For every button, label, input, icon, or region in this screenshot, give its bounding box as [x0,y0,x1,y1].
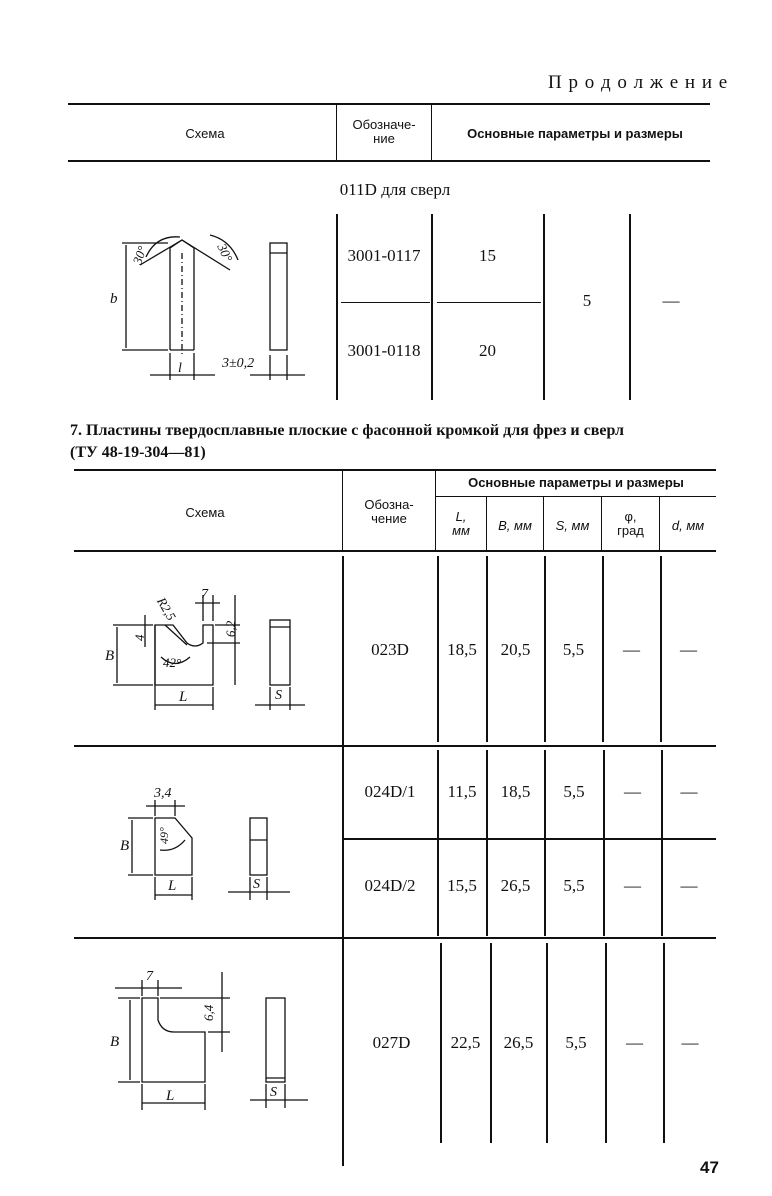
header-S: S, мм [555,518,590,533]
row-L: 11,5 [447,782,477,801]
row-phi: — [624,876,641,895]
label-dim: 6,4 [201,1004,216,1021]
label-l: l [178,361,182,376]
section-title-011d: 011D для сверл [339,180,451,199]
row-B: 26,5 [500,876,531,895]
label-angle1: 30° [129,244,150,267]
row-d: — [680,640,697,659]
header-designation: Обозначе- ние [352,117,416,147]
drawing-027d: 7 6,4 B L S [110,969,308,1110]
section7-title-line1: 7. Пластины твердосплавные плоские с фас… [70,422,624,439]
row-designation: 023D [371,640,409,659]
header-d: d, мм [671,518,705,533]
label-S: S [253,877,260,892]
row-phi: — [624,782,641,801]
row-d: — [680,876,698,895]
label-L: L [165,1088,174,1104]
continuation-label: П р о д о л ж е н и е [548,72,729,93]
row-d: — [681,1033,699,1052]
label-seven: 7 [146,969,154,984]
row-value: 20 [479,341,496,360]
header-L: L, мм [452,509,470,539]
row-designation: 024D/2 [364,876,416,895]
label-angle: 42° [163,655,181,670]
row-S: 5,5 [565,1033,587,1052]
row-d: — [680,782,698,801]
label-b: b [110,291,118,307]
row-L: 22,5 [450,1033,481,1052]
label-four: 4 [132,634,147,641]
row-L: 18,5 [447,640,477,659]
header-params: Основные параметры и размеры [468,475,684,490]
row-value: 15 [479,246,496,265]
row-S: 5,5 [563,876,585,895]
section7-title-line2: (ТУ 48-19-304—81) [70,444,206,461]
row-phi: — [626,1033,643,1052]
label-r: R2,5 [154,594,180,624]
row-B: 26,5 [503,1033,534,1052]
label-S: S [275,688,282,703]
drawing-024d: 3,4 49° B L S [120,786,290,900]
row-S: 5,5 [563,782,585,801]
row-designation: 024D/1 [364,782,416,801]
label-angle2: 30° [214,240,236,264]
header-params: Основные параметры и размеры [467,126,683,141]
label-B: B [120,838,129,854]
header-phi: φ, град [617,509,644,539]
row-B: 20,5 [500,640,531,659]
label-dim: 3,4 [153,786,172,801]
shared-value: 5 [582,291,592,310]
row-B: 18,5 [500,782,531,801]
section7-title: 7. Пластины твердосплавные плоские с фас… [70,420,715,464]
label-seven: 7 [201,587,209,602]
label-L: L [167,878,176,894]
label-L: L [178,689,187,705]
page-number: 47 [700,1158,719,1177]
row-S: 5,5 [562,640,585,659]
label-S: S [270,1085,277,1100]
label-s: 3±0,2 [221,356,254,371]
row-designation: 027D [372,1033,411,1052]
row-phi: — [623,640,640,659]
header-scheme: Схема [185,505,225,520]
drawing-011d: b 30° 30° l 3±0,2 [110,234,305,380]
label-six: 6,2 [223,620,238,637]
row-designation: 3001-0118 [347,341,421,360]
label-B: B [110,1034,119,1050]
drawing-023d: R2,5 7 4 6,2 42° B L S [105,587,305,710]
row-L: 15,5 [447,876,477,895]
shared-dash: — [662,291,680,310]
label-B: B [105,648,114,664]
label-angle: 49° [157,827,171,844]
row-designation: 3001-0117 [347,246,421,265]
header-scheme: Схема [185,126,225,141]
header-B: B, мм [498,518,532,533]
header-designation: Обозна- чение [364,497,414,527]
